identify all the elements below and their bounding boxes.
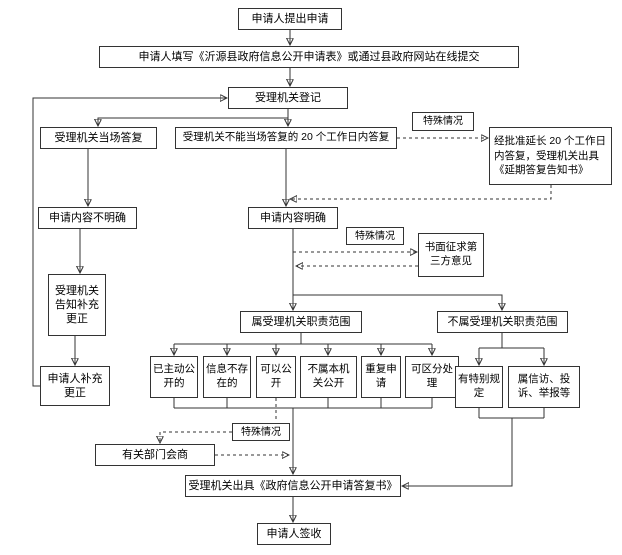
node-special-case-1: 特殊情况 (412, 112, 474, 131)
node-extended-reply: 经批准延长 20 个工作日内答复，受理机关出具《延期答复告知书》 (489, 127, 612, 185)
node-special-provision: 有特别规定 (455, 366, 503, 408)
node-info-not-exist: 信息不存在的 (203, 356, 251, 398)
node-notify-supplement: 受理机关告知补充更正 (48, 274, 106, 336)
node-not-this-agency: 不属本机关公开 (300, 356, 357, 398)
node-reply-document: 受理机关出具《政府信息公开申请答复书》 (185, 475, 401, 497)
node-already-public: 已主动公开的 (150, 356, 198, 398)
node-applicant-submit: 申请人提出申请 (238, 8, 342, 30)
node-separable-handling: 可区分处理 (405, 356, 459, 398)
node-fill-application-form: 申请人填写《沂源县政府信息公开申请表》或通过县政府网站在线提交 (99, 46, 519, 68)
node-applicant-supplement: 申请人补充更正 (40, 366, 110, 406)
node-onspot-reply: 受理机关当场答复 (40, 127, 157, 149)
node-special-case-3: 特殊情况 (232, 423, 290, 441)
node-content-clear: 申请内容明确 (248, 207, 338, 229)
node-register: 受理机关登记 (228, 87, 348, 109)
node-content-unclear: 申请内容不明确 (38, 207, 137, 229)
node-deferred-reply: 受理机关不能当场答复的 20 个工作日内答复 (175, 127, 397, 149)
node-in-scope: 属受理机关职责范围 (240, 311, 362, 333)
node-out-of-scope: 不属受理机关职责范围 (437, 311, 568, 333)
node-repeat-request: 重复申请 (361, 356, 401, 398)
node-can-disclose: 可以公开 (256, 356, 296, 398)
node-petition-complaint: 属信访、投诉、举报等 (508, 366, 580, 408)
node-third-party-opinion: 书面征求第三方意见 (418, 233, 484, 277)
node-applicant-sign: 申请人签收 (257, 523, 331, 545)
node-special-case-2: 特殊情况 (346, 227, 404, 245)
node-dept-consultation: 有关部门会商 (95, 444, 215, 466)
